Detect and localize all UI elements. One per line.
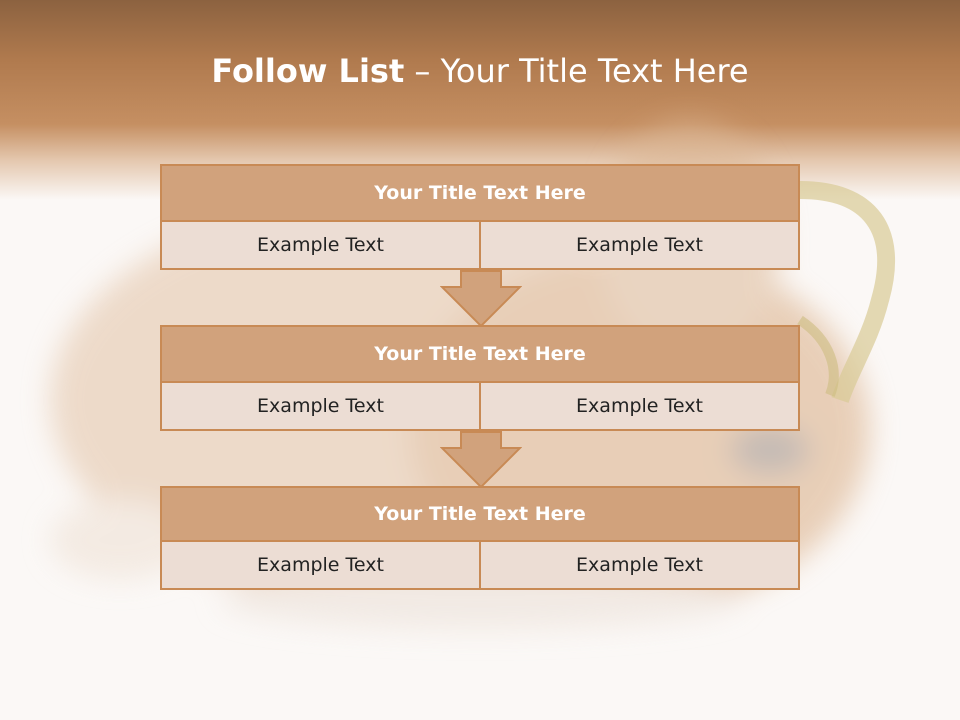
block-cell-left: Example Text	[160, 542, 481, 590]
list-block-2: Your Title Text Here Example Text Exampl…	[160, 325, 800, 431]
block-row: Example Text Example Text	[160, 222, 800, 270]
list-block-1: Your Title Text Here Example Text Exampl…	[160, 164, 800, 270]
down-arrow-icon	[440, 270, 522, 328]
block-cell-right: Example Text	[481, 383, 800, 431]
block-row: Example Text Example Text	[160, 383, 800, 431]
down-arrow-icon	[440, 431, 522, 489]
list-block-3: Your Title Text Here Example Text Exampl…	[160, 486, 800, 590]
block-title: Your Title Text Here	[160, 325, 800, 383]
slide-title-bold: Follow List	[211, 52, 405, 90]
block-row: Example Text Example Text	[160, 542, 800, 590]
block-title: Your Title Text Here	[160, 164, 800, 222]
slide-title: Follow List – Your Title Text Here	[0, 52, 960, 90]
block-cell-left: Example Text	[160, 383, 481, 431]
block-cell-right: Example Text	[481, 542, 800, 590]
block-cell-left: Example Text	[160, 222, 481, 270]
slide-title-rest: – Your Title Text Here	[404, 52, 749, 90]
block-title: Your Title Text Here	[160, 486, 800, 542]
block-cell-right: Example Text	[481, 222, 800, 270]
